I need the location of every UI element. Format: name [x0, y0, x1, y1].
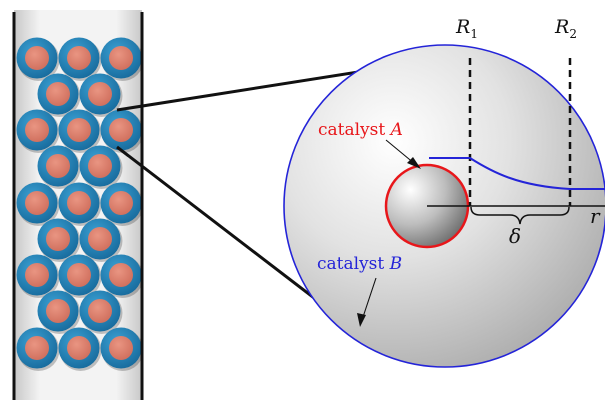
pellet-core [88, 82, 112, 106]
delta-label: δ [509, 224, 522, 248]
pellet-core [25, 263, 49, 287]
pellet-core [109, 336, 133, 360]
pellet-core [88, 299, 112, 323]
arrow-icon [407, 157, 421, 169]
pellet-core [67, 336, 91, 360]
pellet-core [67, 118, 91, 142]
catalyst-b-pointer-line [361, 277, 377, 321]
pellet-core [109, 191, 133, 215]
pellet-core [46, 299, 70, 323]
pellet-core [109, 46, 133, 70]
catalyst-a-label: catalyst A [318, 120, 403, 140]
pellet-core [67, 46, 91, 70]
r1-label: R1 [456, 16, 478, 41]
pellet-core [25, 191, 49, 215]
pellet-core [88, 227, 112, 251]
concentration-profile [429, 157, 605, 190]
pellet-core [67, 263, 91, 287]
pellet-core [88, 154, 112, 178]
pellet-core [46, 154, 70, 178]
pellet-core [67, 191, 91, 215]
delta-brace [470, 206, 570, 225]
pellet-core [25, 336, 49, 360]
r2-label: R2 [555, 16, 577, 41]
pellet-core [25, 46, 49, 70]
catalyst-pellet-bed [16, 37, 144, 371]
pellet-core [109, 118, 133, 142]
radial-axis-label: r [590, 204, 600, 228]
catalyst-b-label: catalyst B [317, 254, 403, 274]
pellet-core [109, 263, 133, 287]
pellet-core [46, 82, 70, 106]
pellet-core [46, 227, 70, 251]
pellet-core [25, 118, 49, 142]
arrow-icon [357, 313, 366, 327]
